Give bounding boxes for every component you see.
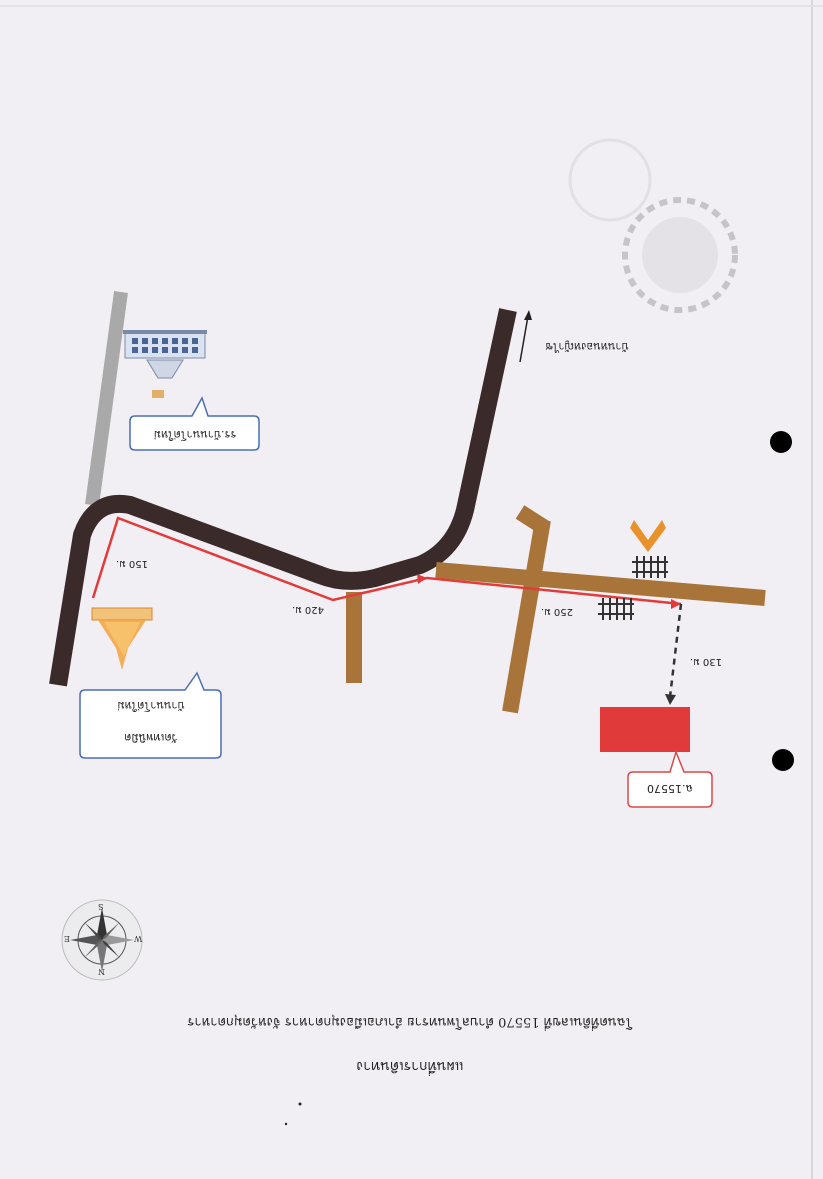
map-title: แผนที่การเดินทาง	[356, 1058, 464, 1074]
temple-label-line1: วัดเทพนิมิต	[124, 731, 178, 744]
distance-label: 150 ม.	[115, 558, 149, 569]
main-road	[49, 308, 517, 687]
landmark-marker-icon	[630, 520, 666, 552]
school-label: รร.บ้านนาโด่ใหม่	[153, 428, 237, 441]
gray-road	[85, 291, 128, 506]
compass-west: W	[134, 934, 143, 943]
route-path	[91, 516, 682, 606]
punch-hole-icon	[772, 749, 794, 771]
punch-hole-icon	[770, 431, 792, 453]
temple-callout	[79, 671, 222, 759]
temple-label-line2: บ้านนาโด่ใหม่	[117, 699, 185, 712]
plot-callout	[627, 749, 713, 808]
side-roads	[346, 505, 766, 714]
stamp-mark	[568, 138, 738, 313]
compass-east: E	[64, 934, 70, 943]
village-label: บ้านหนองหญ้าไซ	[545, 340, 629, 353]
map-subtitle: โฉนดที่ดินเลขที่ 15570 ตำบลโพนทราย อำเภอ…	[187, 1014, 633, 1029]
plot-connector	[668, 603, 683, 698]
distance-label: 130 ม.	[689, 656, 723, 667]
school-callout	[129, 396, 260, 451]
compass-icon	[61, 899, 143, 981]
temple-icon	[91, 607, 153, 670]
distance-label: 420 ม.	[291, 604, 325, 615]
compass-south: S	[98, 902, 104, 911]
school-icon	[123, 330, 207, 398]
plot-rectangle	[600, 707, 690, 752]
compass-north: N	[98, 967, 105, 976]
plot-label: ฉ.15570	[647, 782, 693, 795]
distance-label: 250 ม.	[540, 606, 574, 617]
railway-icon	[598, 556, 668, 620]
village-arrow	[519, 315, 529, 363]
